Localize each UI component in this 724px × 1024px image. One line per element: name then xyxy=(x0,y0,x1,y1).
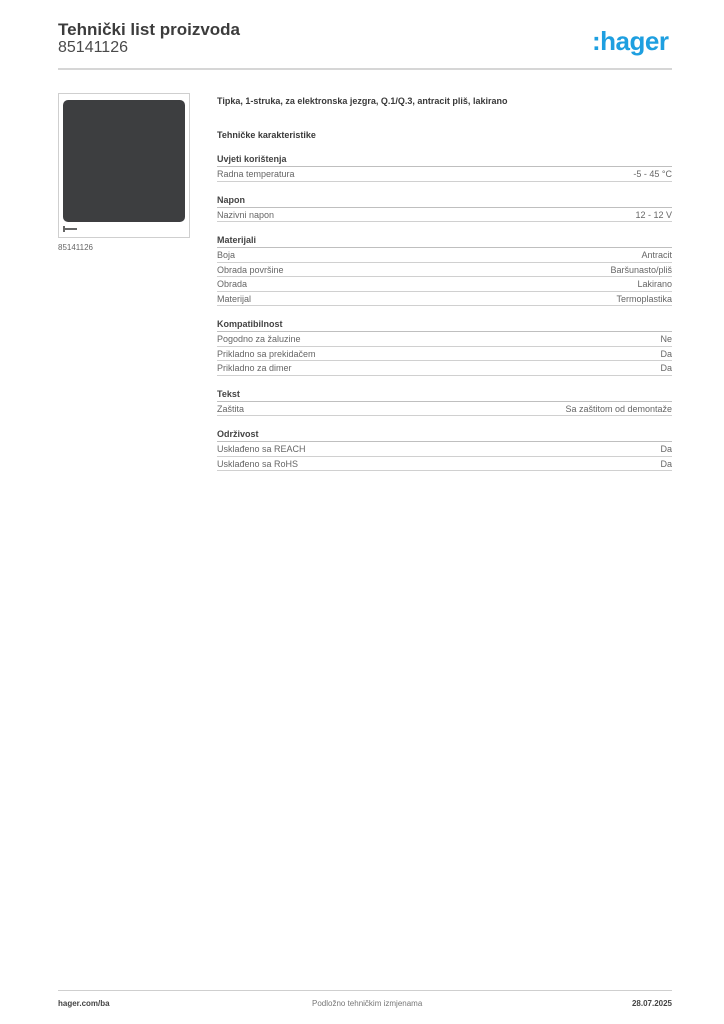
spec-label: Usklađeno sa RoHS xyxy=(217,458,299,469)
spec-label: Nazivni napon xyxy=(217,209,275,220)
spec-group-title: Kompatibilnost xyxy=(217,318,672,332)
product-description: Tipka, 1-struka, za elektronska jezgra, … xyxy=(217,96,508,106)
product-image-frame xyxy=(58,93,190,238)
spec-group-title: Održivost xyxy=(217,428,672,442)
spec-label: Pogodno za žaluzine xyxy=(217,334,301,344)
spec-value: Da xyxy=(660,348,672,359)
spec-row: Nazivni napon 12 - 12 V xyxy=(217,208,672,222)
product-image-caption: 85141126 xyxy=(58,243,93,252)
spec-value: Da xyxy=(660,458,672,469)
spec-label: Materijal xyxy=(217,293,252,304)
spec-row: Prikladno sa prekidačem Da xyxy=(217,347,672,361)
spec-content: Tipka, 1-struka, za elektronska jezgra, … xyxy=(217,95,672,471)
product-code: 85141126 xyxy=(58,39,128,56)
spec-value: 12 - 12 V xyxy=(635,209,672,220)
spec-value: Antracit xyxy=(641,250,672,260)
header-divider xyxy=(58,68,672,70)
spec-group-title: Uvjeti korištenja xyxy=(217,153,672,167)
spec-value: Da xyxy=(660,444,672,454)
specs-heading: Tehničke karakteristike xyxy=(217,130,316,140)
spec-label: Prikladno sa prekidačem xyxy=(217,348,316,359)
spec-value: Ne xyxy=(660,334,672,344)
spec-value: Da xyxy=(660,363,672,373)
page-title: Tehnički list proizvoda xyxy=(58,20,240,39)
spec-row: Usklađeno sa REACH Da xyxy=(217,442,672,457)
spec-row: Usklađeno sa RoHS Da xyxy=(217,457,672,471)
spec-label: Usklađeno sa REACH xyxy=(217,444,306,454)
spec-row: Prikladno za dimer Da xyxy=(217,361,672,376)
spec-value: Sa zaštitom od demontaže xyxy=(565,403,672,414)
spec-label: Zaštita xyxy=(217,403,245,414)
spec-label: Obrada površine xyxy=(217,264,284,275)
spec-label: Obrada xyxy=(217,279,248,289)
spec-row: Boja Antracit xyxy=(217,248,672,263)
spec-value: -5 - 45 °C xyxy=(633,169,672,179)
spec-row: Pogodno za žaluzine Ne xyxy=(217,332,672,347)
spec-row: Radna temperatura -5 - 45 °C xyxy=(217,167,672,182)
spec-group-title: Napon xyxy=(217,194,672,208)
footer-divider xyxy=(58,990,672,991)
footer-date: 28.07.2025 xyxy=(631,999,672,1008)
spec-value: Baršunasto/pliš xyxy=(610,264,672,275)
spec-label: Radna temperatura xyxy=(217,169,295,179)
spec-value: Lakirano xyxy=(637,279,672,289)
product-marker-icon xyxy=(63,226,77,232)
spec-row: Obrada površine Baršunasto/pliš xyxy=(217,263,672,277)
spec-label: Boja xyxy=(217,250,236,260)
spec-row: Zaštita Sa zaštitom od demontaže xyxy=(217,402,672,416)
product-image xyxy=(63,100,185,222)
spec-row: Obrada Lakirano xyxy=(217,277,672,292)
spec-label: Prikladno za dimer xyxy=(217,363,292,373)
spec-row: Materijal Termoplastika xyxy=(217,292,672,306)
spec-group-title: Tekst xyxy=(217,388,672,402)
spec-group-title: Materijali xyxy=(217,234,672,248)
footer-notice: Podložno tehničkim izmjenama xyxy=(312,999,423,1008)
hager-logo: :hager xyxy=(592,26,669,56)
footer-website-link[interactable]: hager.com/ba xyxy=(58,999,110,1008)
spec-value: Termoplastika xyxy=(616,293,672,304)
